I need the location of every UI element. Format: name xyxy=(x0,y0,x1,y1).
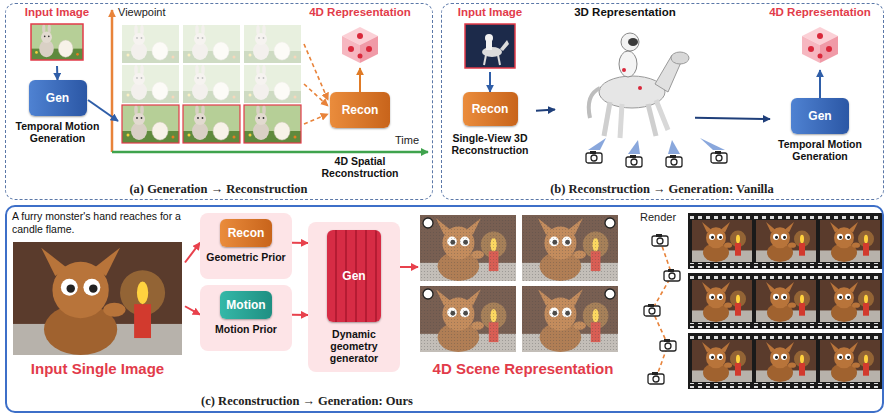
axis-label: Render xyxy=(640,211,676,223)
point-cloud-views xyxy=(420,215,618,352)
module-block: Recon xyxy=(330,92,390,128)
panel-caption: (a) Generation → Reconstruction xyxy=(6,182,431,197)
flow-arrow xyxy=(56,66,59,80)
image-label: Input Single Image xyxy=(10,360,185,377)
caption-slot: Geometric Prior xyxy=(202,251,290,263)
module-block: Gen xyxy=(791,98,849,134)
module-block: Motion xyxy=(220,291,272,319)
input-image: Input Image xyxy=(17,6,97,66)
image-label: Input Image xyxy=(17,6,97,18)
image-label: 3D Representation xyxy=(555,6,695,18)
caption-slot: (a) Generation → Reconstruction xyxy=(6,182,431,197)
module-caption: Temporal Motion Generation xyxy=(772,138,868,162)
label-slot: 4D Representation xyxy=(303,6,418,18)
module-block: Recon xyxy=(463,92,518,126)
caption-slot: Temporal Motion Generation xyxy=(772,138,868,162)
module-name: Recon xyxy=(228,226,265,240)
generator-module: GenTemporal Motion Generation xyxy=(10,80,105,160)
rendered-video-frames xyxy=(688,213,882,389)
module-caption: Dynamic geometry generator xyxy=(310,328,398,364)
module-block: Gen xyxy=(327,230,381,322)
input-image: Input Image xyxy=(445,6,535,72)
representation-cube: 4D Representation xyxy=(303,6,418,68)
input-single-image: A furry monster's hand reaches for a can… xyxy=(10,210,185,385)
generator-module: GenTemporal Motion Generation xyxy=(770,98,870,176)
caption-slot: 4D Spatial Reconstruction xyxy=(302,155,418,179)
flow-arrow xyxy=(292,242,308,244)
caption-slot: Temporal Motion Generation xyxy=(12,120,103,144)
module-block: Gen xyxy=(29,80,87,116)
label-slot: Time xyxy=(395,134,419,146)
axis-label: Time xyxy=(395,134,419,146)
reconstruction-module: ReconSingle-View 3D Reconstruction xyxy=(444,92,536,170)
module-name: Motion xyxy=(226,298,265,312)
label-slot: Input Single Image xyxy=(10,360,185,377)
caption-slot: (c) Reconstruction → Generation: Ours xyxy=(157,394,457,409)
caption-slot: Single-View 3D Reconstruction xyxy=(446,132,534,156)
motion-prior-module: MotionMotion Prior xyxy=(200,285,292,351)
label-slot: 3D Representation xyxy=(555,6,695,18)
label-slot: Render xyxy=(640,211,676,223)
panel-frame: (b) Reconstruction → Generation: Vanilla… xyxy=(441,3,884,200)
panel-caption: (b) Reconstruction → Generation: Vanilla xyxy=(442,182,882,197)
prompt-slot: A furry monster's hand reaches for a can… xyxy=(12,210,183,235)
module-name: Recon xyxy=(472,102,509,116)
module-caption: 4D Spatial Reconstruction xyxy=(302,155,418,179)
image-label: 4D Representation xyxy=(303,6,418,18)
module-caption: Geometric Prior xyxy=(202,251,290,263)
flow-arrow xyxy=(695,118,770,119)
text-prompt: A furry monster's hand reaches for a can… xyxy=(12,210,183,235)
scene-label: 4D Scene Representation xyxy=(418,360,628,377)
label-slot: 4D Scene Representation xyxy=(418,360,628,377)
module-block: Recon xyxy=(220,219,272,247)
axis-label: Viewpoint xyxy=(118,6,166,18)
label-slot: 4D Representation xyxy=(764,6,876,18)
flow-arrow xyxy=(536,110,555,111)
dynamic-geometry-generator: GenDynamic geometry generator xyxy=(308,222,400,372)
label-slot: Input Image xyxy=(17,6,97,18)
representation-cube: 4D Representation xyxy=(764,6,876,70)
geometric-prior-module: ReconGeometric Prior xyxy=(200,213,292,279)
flow-arrow xyxy=(400,266,418,268)
caption-slot: Motion Prior xyxy=(202,323,290,335)
caption-slot: (b) Reconstruction → Generation: Vanilla xyxy=(442,182,882,197)
flow-arrow xyxy=(359,68,361,92)
panel-frame: (a) Generation → Reconstruction Input Ima… xyxy=(5,3,433,200)
panel-caption: (c) Reconstruction → Generation: Ours xyxy=(157,394,457,409)
flow-arrow xyxy=(819,70,821,98)
flow-arrow xyxy=(292,314,308,316)
module-name: Gen xyxy=(342,269,365,283)
flow-arrow xyxy=(185,306,200,314)
3d-representation: 3D Representation xyxy=(555,6,695,144)
image-label: Input Image xyxy=(445,6,535,18)
label-slot: Input Image xyxy=(445,6,535,18)
module-name: Gen xyxy=(808,109,831,123)
caption-slot: Dynamic geometry generator xyxy=(310,328,398,364)
flow-arrow xyxy=(489,72,491,92)
module-caption: Single-View 3D Reconstruction xyxy=(446,132,534,156)
module-name: Recon xyxy=(342,103,379,117)
panel-frame: (c) Reconstruction → Generation: Ours A f… xyxy=(5,205,884,413)
module-name: Gen xyxy=(46,91,69,105)
module-caption: Temporal Motion Generation xyxy=(12,120,103,144)
flow-arrow xyxy=(185,243,200,263)
label-slot: Viewpoint xyxy=(118,6,166,18)
4d-scene-representation: 4D Scene Representation xyxy=(418,212,628,384)
image-label: 4D Representation xyxy=(764,6,876,18)
module-caption: Motion Prior xyxy=(202,323,290,335)
